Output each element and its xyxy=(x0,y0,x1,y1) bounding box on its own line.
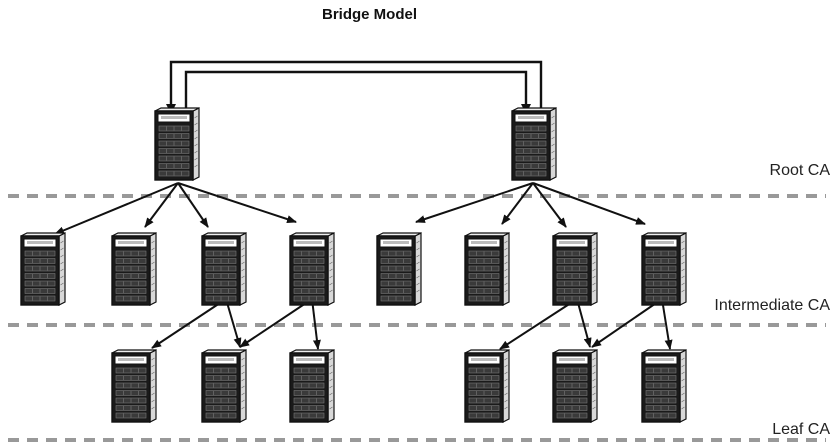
tier-label-root-ca: Root CA xyxy=(769,162,830,179)
server-icon-intermediate-6 xyxy=(464,232,510,306)
server-icon-intermediate-8 xyxy=(641,232,687,306)
arrow-intermediate7-to-leaf-4 xyxy=(499,298,578,350)
tier-label-leaf-ca: Leaf CA xyxy=(772,421,830,438)
arrow-intermediate3-to-leaf-1 xyxy=(151,298,227,349)
arrow-intermediate4-to-leaf-2 xyxy=(239,298,313,348)
ca-servers xyxy=(20,107,687,423)
server-icon-root-2 xyxy=(511,107,557,181)
server-icon-leaf-1 xyxy=(111,349,157,423)
server-icon-intermediate-5 xyxy=(376,232,422,306)
arrow-root1-to-intermediate-3 xyxy=(177,182,209,228)
arrow-intermediate7-to-leaf-5 xyxy=(576,298,592,348)
diagram-title: Bridge Model xyxy=(321,6,417,23)
server-icon-intermediate-2 xyxy=(111,232,157,306)
arrow-root1-to-intermediate-4 xyxy=(177,182,297,223)
server-icon-root-1 xyxy=(154,107,200,181)
arrow-root2-to-intermediate-8 xyxy=(532,182,646,225)
tier-label-intermediate-ca: Intermediate CA xyxy=(714,297,830,314)
server-icon-leaf-6 xyxy=(641,349,687,423)
arrow-root2-to-intermediate-7 xyxy=(532,182,567,228)
arrow-root2-to-intermediate-6 xyxy=(501,182,534,225)
server-icon-intermediate-4 xyxy=(289,232,335,306)
server-icon-leaf-3 xyxy=(289,349,335,423)
arrow-intermediate3-to-leaf-2 xyxy=(225,298,242,348)
server-icon-intermediate-7 xyxy=(552,232,598,306)
bridge-outer-line xyxy=(169,60,543,110)
server-icon-leaf-5 xyxy=(552,349,598,423)
bridge-connector xyxy=(166,60,543,114)
arrow-root1-to-intermediate-1 xyxy=(54,182,179,235)
server-icon-leaf-2 xyxy=(201,349,247,423)
arrow-intermediate4-to-leaf-3 xyxy=(311,298,321,350)
bridge-inner-line xyxy=(184,70,528,110)
arrow-intermediate8-to-leaf-5 xyxy=(591,298,663,348)
server-icon-intermediate-3 xyxy=(201,232,247,306)
arrow-intermediate8-to-leaf-6 xyxy=(661,298,673,350)
arrow-root1-to-intermediate-2 xyxy=(144,182,179,228)
arrow-root2-to-intermediate-5 xyxy=(415,182,534,223)
trust-arrows xyxy=(54,182,673,350)
server-icon-intermediate-1 xyxy=(20,232,66,306)
server-icon-leaf-4 xyxy=(464,349,510,423)
